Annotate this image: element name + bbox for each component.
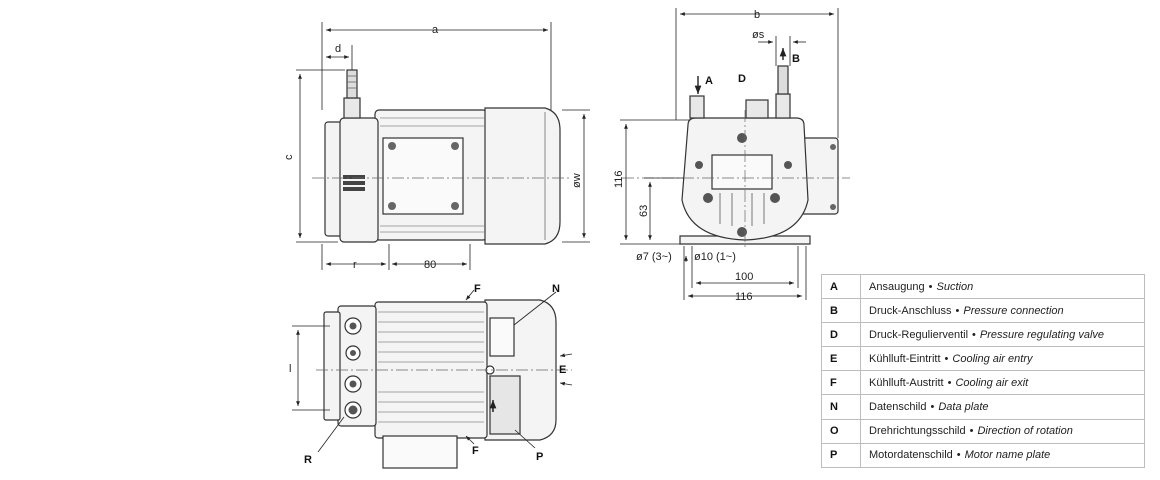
legend-german: Druck-Regulierventil — [869, 328, 969, 341]
side-view-dimensions — [296, 22, 590, 270]
bullet-icon: • — [947, 376, 952, 389]
legend-description: Ansaugung•Suction — [860, 273, 1145, 300]
label-D: D — [738, 73, 746, 85]
label-R: R — [304, 454, 312, 466]
dim-l: l — [289, 363, 291, 375]
label-A: A — [705, 75, 713, 87]
legend-english: Suction — [936, 280, 974, 293]
dim-r: r — [353, 259, 357, 271]
label-E: E — [559, 364, 566, 376]
hole-7: ø7 (3~) — [636, 251, 672, 263]
legend-english: Motor name plate — [964, 449, 1051, 462]
legend-german: Datenschild — [869, 401, 927, 414]
legend-description: Druck-Anschluss•Pressure connection — [860, 298, 1145, 324]
legend-code: D — [821, 322, 861, 348]
front-view-dimensions — [620, 8, 839, 300]
legend-code: F — [821, 370, 861, 396]
legend-code: O — [821, 418, 861, 444]
legend-german: Ansaugung — [869, 280, 925, 293]
label-P: P — [536, 451, 543, 463]
legend-german: Druck-Anschluss — [869, 304, 952, 317]
legend-german: Motordatenschild — [869, 449, 953, 462]
dim-c: c — [283, 154, 295, 160]
legend-code: E — [821, 346, 861, 372]
dim-116-horizontal: 116 — [735, 291, 753, 303]
bullet-icon: • — [944, 352, 949, 365]
bullet-icon: • — [969, 425, 974, 438]
legend-english: Cooling air entry — [952, 352, 1033, 365]
label-F-top: F — [474, 283, 481, 295]
legend-english: Pressure connection — [963, 304, 1064, 317]
bullet-icon: • — [955, 304, 960, 317]
legend-description: Drehrichtungsschild•Direction of rotatio… — [860, 418, 1145, 444]
top-view — [316, 299, 572, 469]
dim-a: a — [432, 24, 439, 36]
side-view — [312, 69, 570, 245]
dim-100: 100 — [735, 271, 753, 283]
legend-description: Druck-Regulierventil•Pressure regulating… — [860, 322, 1145, 348]
label-F-bottom: F — [472, 445, 479, 457]
dim-d: d — [335, 43, 341, 55]
dim-b: b — [754, 9, 760, 21]
label-N: N — [552, 283, 560, 295]
legend-code: P — [821, 442, 861, 468]
legend-english: Pressure regulating valve — [979, 328, 1105, 341]
legend-german: Kühlluft-Eintritt — [869, 352, 941, 365]
dim-80: 80 — [424, 259, 436, 271]
dim-s: øs — [752, 29, 765, 41]
bullet-icon: • — [972, 328, 976, 341]
legend-english: Cooling air exit — [955, 376, 1029, 389]
hole-10: ø10 (1~) — [694, 251, 736, 263]
legend-code: B — [821, 298, 861, 324]
legend-code: A — [821, 273, 861, 300]
legend-description: Datenschild•Data plate — [860, 394, 1145, 420]
top-view-dimensions — [292, 289, 573, 453]
dim-63: 63 — [638, 205, 650, 217]
legend-english: Data plate — [938, 401, 989, 414]
legend-english: Direction of rotation — [977, 425, 1073, 438]
legend-description: Kühlluft-Eintritt•Cooling air entry — [860, 346, 1145, 372]
front-view — [622, 65, 850, 250]
dim-116-vertical: 116 — [613, 170, 625, 188]
bullet-icon: • — [928, 280, 933, 293]
label-B: B — [792, 53, 800, 65]
legend-description: Motordatenschild•Motor name plate — [860, 442, 1145, 468]
legend-description: Kühlluft-Austritt•Cooling air exit — [860, 370, 1145, 396]
legend-german: Kühlluft-Austritt — [869, 376, 944, 389]
legend-german: Drehrichtungsschild — [869, 425, 966, 438]
dim-w: øw — [571, 173, 583, 188]
legend-code: N — [821, 394, 861, 420]
bullet-icon: • — [956, 449, 961, 462]
bullet-icon: • — [930, 401, 935, 414]
